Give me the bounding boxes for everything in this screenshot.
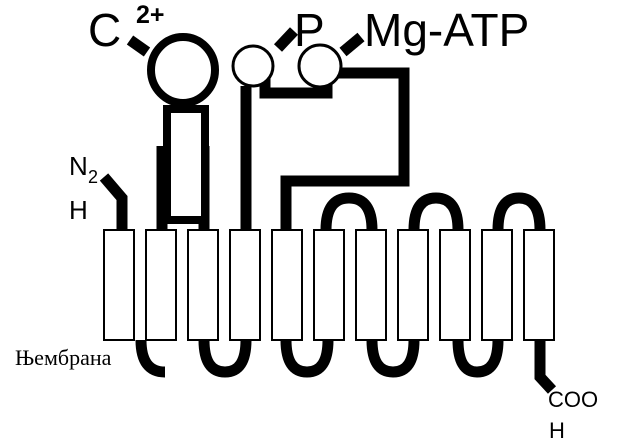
mg-atp-label: Mg-ATP	[364, 4, 530, 56]
calcium-binding-head	[147, 33, 219, 107]
tm-helix-4	[229, 229, 261, 341]
tm-helix-10	[481, 229, 513, 341]
tm-helix-2	[145, 229, 177, 341]
membrane-label: Њембрана	[15, 345, 112, 370]
tm-helix-7	[355, 229, 387, 341]
tm-helix-11	[523, 229, 555, 341]
c-terminus-label-line2: H	[549, 418, 565, 443]
n-terminus-label-h: H	[69, 195, 88, 225]
cytoplasmic-loop-1	[320, 192, 378, 231]
extracellular-loop-5	[452, 339, 504, 378]
atp-binding-site-circle	[297, 43, 343, 89]
backbone-chain	[99, 27, 557, 394]
tm-helix-6	[313, 229, 345, 341]
c-terminus-label-line1: COO	[548, 387, 599, 412]
tm-helix-5	[271, 229, 303, 341]
c-terminus-tail	[534, 340, 557, 394]
cytoplasmic-loop-2	[408, 192, 464, 231]
extracellular-loop-4	[366, 339, 420, 378]
calcium-charge-label: 2+	[136, 1, 165, 29]
calcium-label: C	[88, 4, 122, 56]
phosphate-site-tick	[273, 27, 299, 52]
tm-helix-9	[439, 229, 471, 341]
nucleotide-binding-loop	[259, 67, 410, 230]
tm-helix-3	[187, 229, 219, 341]
n-terminus-tail	[99, 173, 128, 230]
atp-site-tick	[339, 32, 365, 57]
n-terminus-label-n: N	[69, 151, 88, 181]
calcium-site-tick	[126, 35, 151, 57]
extracellular-loop-1	[135, 339, 166, 378]
extracellular-loop-2	[198, 339, 252, 378]
cytoplasmic-loop-3	[492, 192, 546, 231]
phosphate-label: P	[294, 4, 325, 56]
transmembrane-helices	[103, 229, 555, 341]
extracellular-loop-3	[280, 339, 334, 378]
n-terminus-subscript: 2	[88, 167, 99, 187]
tm-helix-8	[397, 229, 429, 341]
calcium-binding-bar	[163, 105, 209, 224]
phosphorylation-site-circle	[231, 44, 275, 88]
tm-helix-1	[103, 229, 135, 341]
